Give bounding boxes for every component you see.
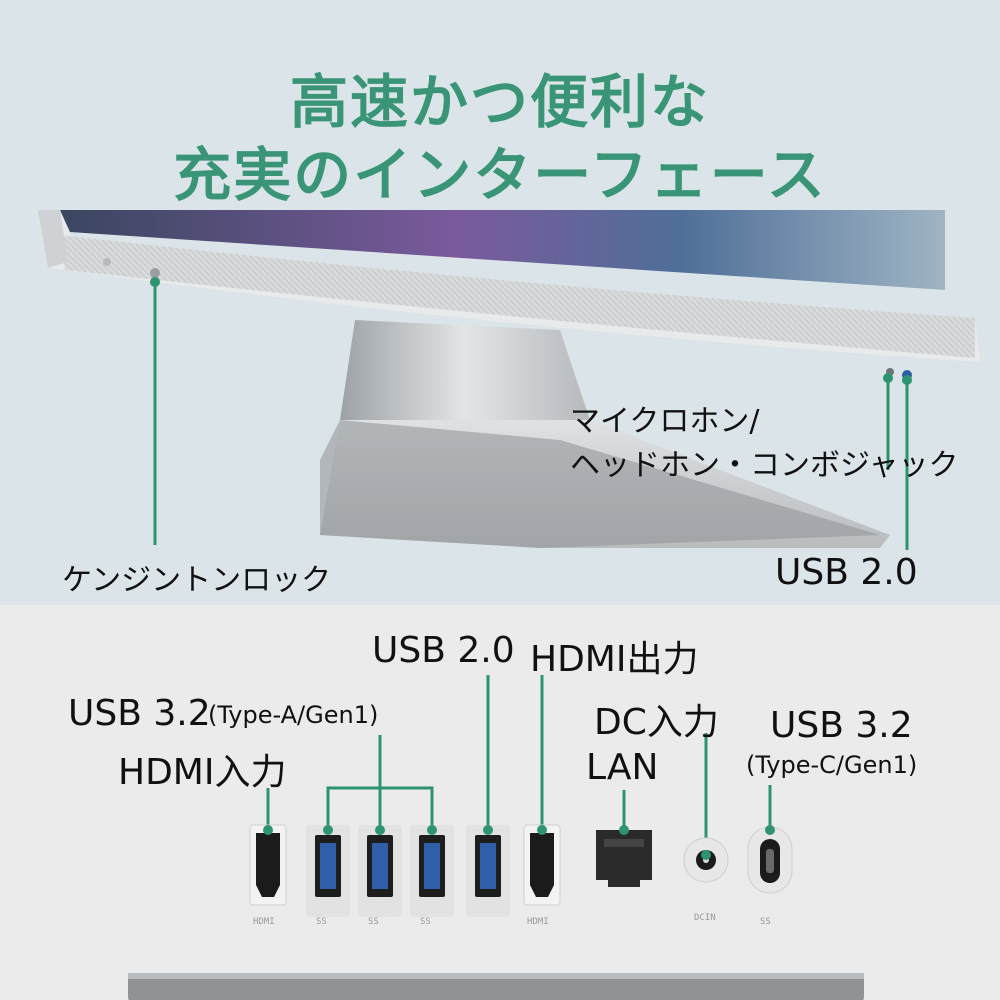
rear-panel-section: HDMI SS SS SS HDMI DCIN SS USB 3.2 (Type…	[0, 605, 1000, 1000]
usb20-side-label: USB 2.0	[775, 552, 918, 593]
usb20-label: USB 2.0	[372, 630, 515, 671]
top-section: 高速かつ便利な 充実のインターフェース ケンジントンロック マイクロホン/ ヘッ…	[38, 68, 980, 598]
lan-label: LAN	[586, 747, 659, 788]
headline-line1: 高速かつ便利な	[289, 68, 710, 136]
usb-a2-tag: SS	[368, 917, 379, 927]
usb32a-label-sub: (Type-A/Gen1)	[208, 701, 379, 729]
usb-a3-tag: SS	[420, 917, 431, 927]
hdmi-out-label: HDMI出力	[530, 639, 699, 680]
hdmi-in-label: HDMI入力	[118, 752, 287, 793]
hdmi-out-port	[523, 824, 561, 906]
hdmi-out-tag: HDMI	[527, 917, 549, 927]
monitor-stand	[340, 320, 590, 420]
usb32c-label-main: USB 3.2	[770, 705, 913, 746]
usb-a-port-2	[358, 825, 402, 917]
mic-jack-label-line1: マイクロホン/	[570, 404, 760, 439]
dc-in-label: DC入力	[594, 702, 719, 743]
usb-c-port	[747, 825, 793, 894]
dc-in-port	[683, 837, 729, 883]
dc-tag: DCIN	[694, 913, 716, 923]
lan-port	[596, 825, 652, 887]
hdmi-in-port	[249, 824, 287, 906]
headline-line2: 充実のインターフェース	[173, 141, 827, 209]
hdmi-in-tag: HDMI	[253, 917, 275, 927]
usb-a1-tag: SS	[316, 917, 327, 927]
monitor-screen	[60, 210, 945, 290]
usb20-port	[466, 825, 510, 917]
kensington-lock-label: ケンジントンロック	[62, 563, 332, 598]
usb-a-port-1	[306, 825, 350, 917]
rear-panel-illustration	[0, 605, 1000, 1000]
usb-a-port-3	[410, 825, 454, 917]
usb-c-tag: SS	[760, 917, 771, 927]
stand-foot	[128, 973, 864, 1000]
usb32a-label-main: USB 3.2	[68, 693, 211, 734]
usb32c-label-sub: (Type-C/Gen1)	[746, 751, 918, 779]
monitor-illustration	[38, 210, 980, 550]
mic-jack-label-line2: ヘッドホン・コンボジャック	[570, 448, 959, 483]
